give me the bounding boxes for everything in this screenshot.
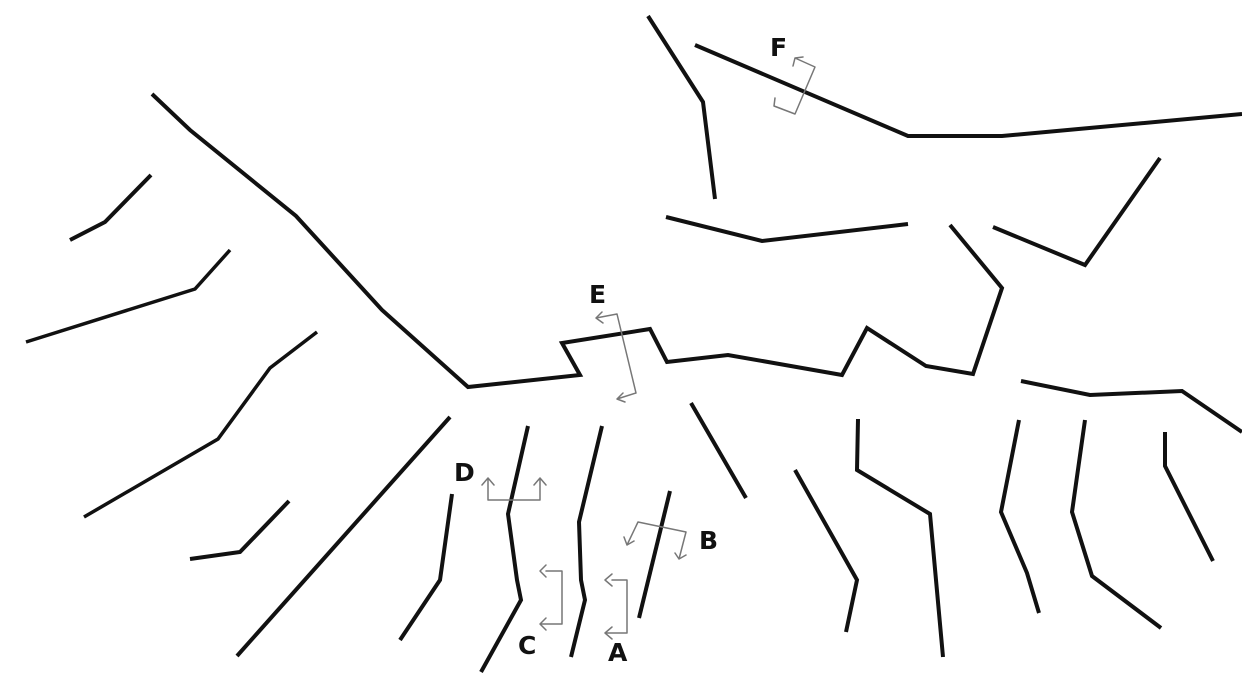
section-a-arrow [604, 573, 628, 640]
left-trace-4 [189, 499, 291, 561]
top-trace-2 [694, 43, 1242, 138]
section-c-arrow [539, 564, 563, 631]
top-trace-4 [992, 156, 1162, 268]
top-trace-3 [665, 215, 909, 244]
section-e-arrow [595, 311, 637, 403]
right-trace-4 [1069, 419, 1163, 630]
section-f-arrow [773, 56, 816, 115]
section-markers: A B C D E F [454, 33, 816, 667]
right-trace-6 [1020, 379, 1242, 434]
right-trace-2 [854, 418, 945, 658]
left-trace-2 [25, 248, 232, 344]
bottom-trace-5 [689, 401, 748, 500]
line-layer [25, 14, 1242, 673]
bottom-trace-4 [637, 490, 672, 619]
right-trace-1 [793, 469, 860, 633]
section-e-label: E [589, 280, 606, 309]
section-c-label: C [518, 631, 536, 660]
bottom-trace-1 [398, 493, 454, 642]
section-e-marker: E [589, 280, 637, 403]
left-trace-1 [69, 173, 153, 242]
central-trace [150, 92, 1005, 390]
section-f-label: F [770, 33, 787, 62]
top-trace-1 [646, 14, 717, 200]
section-d-label: D [454, 458, 475, 487]
left-long-diagonal [235, 415, 452, 658]
section-c-marker: C [518, 564, 563, 660]
section-a-marker: A [604, 573, 628, 667]
left-trace-3 [83, 330, 319, 519]
section-b-label: B [699, 526, 718, 555]
section-b-marker: B [623, 521, 718, 560]
bottom-trace-3 [569, 425, 604, 658]
section-a-label: A [608, 638, 628, 667]
section-f-marker: F [770, 33, 816, 115]
section-d-marker: D [454, 458, 547, 501]
bottom-trace-2 [479, 425, 530, 673]
section-b-arrow [623, 521, 687, 560]
right-trace-3 [998, 419, 1041, 614]
right-trace-5 [1163, 432, 1215, 562]
section-d-arrow [481, 477, 547, 501]
